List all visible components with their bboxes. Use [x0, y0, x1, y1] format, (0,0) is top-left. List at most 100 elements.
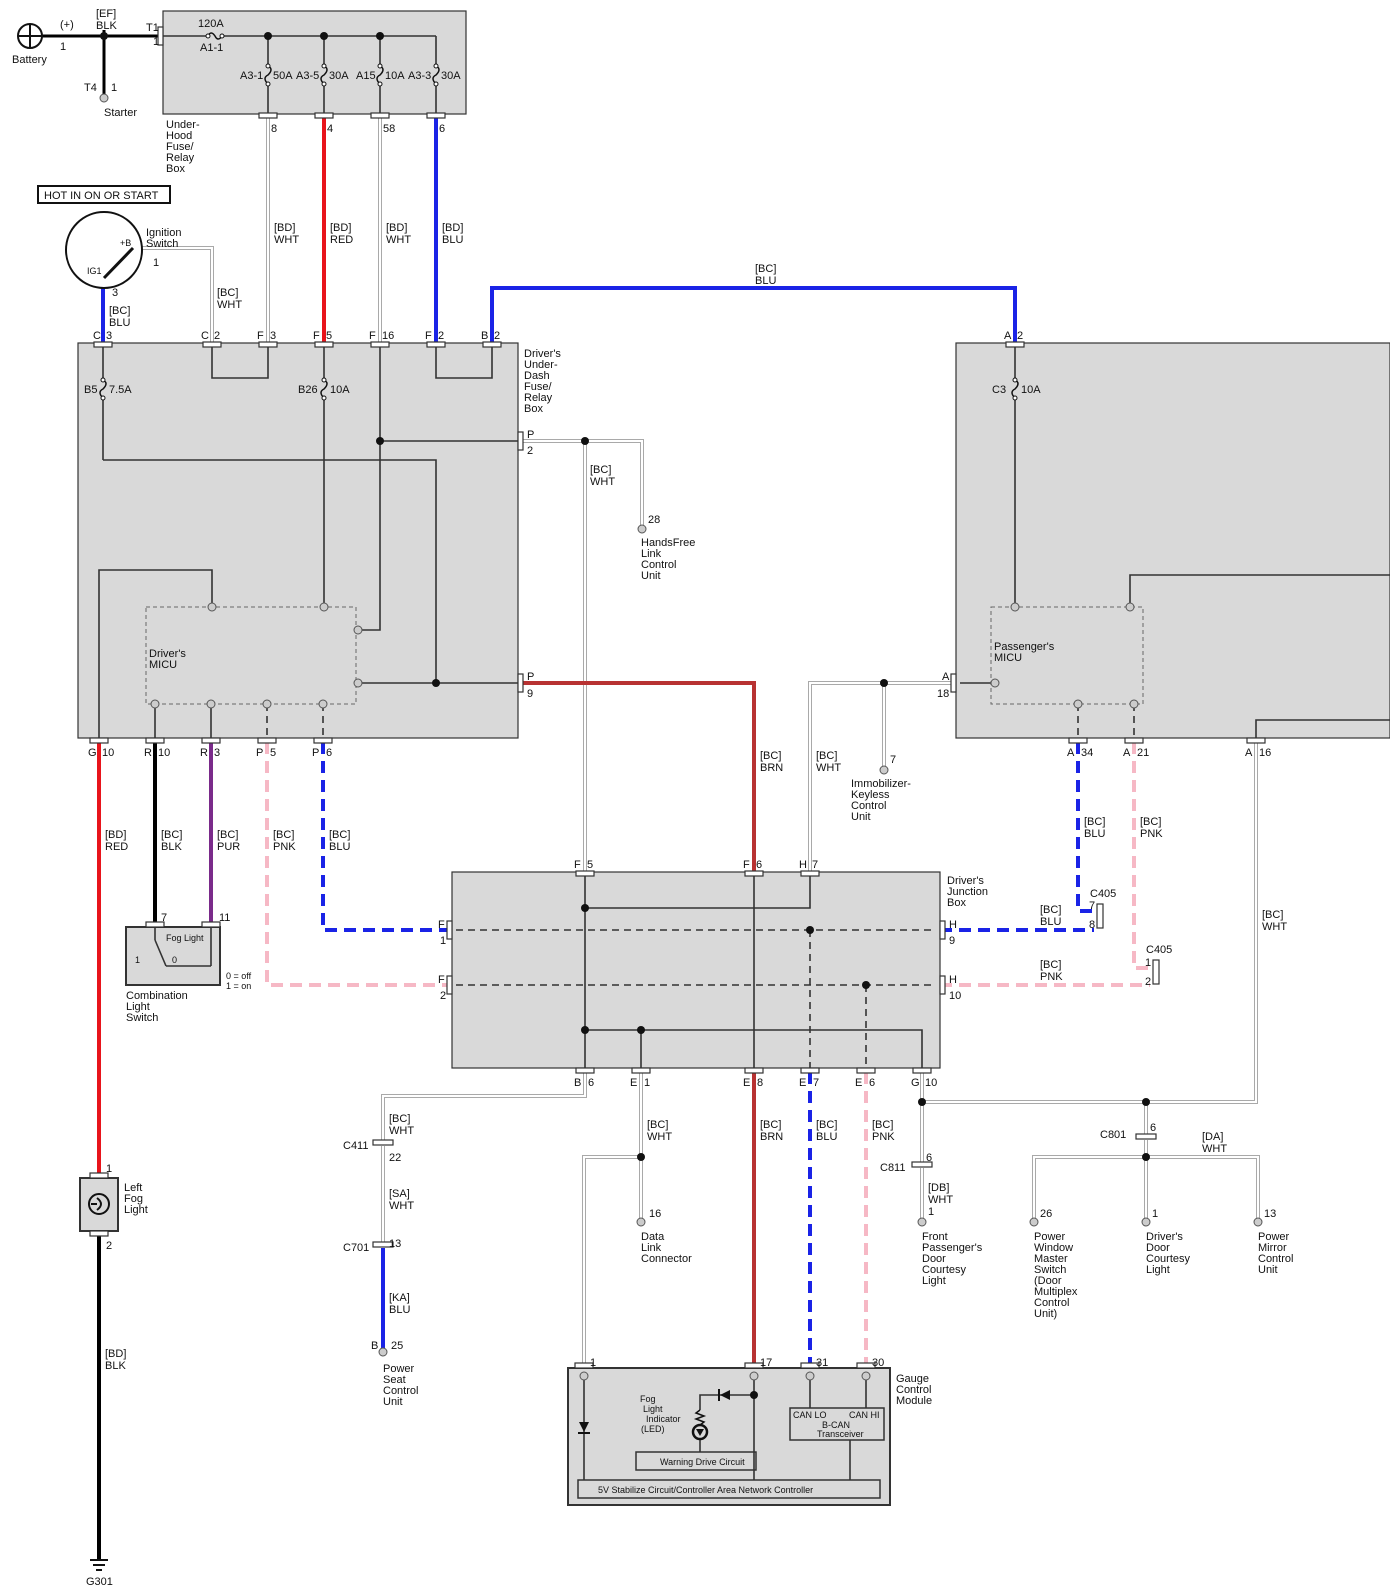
svg-text:C3: C3	[992, 384, 1006, 396]
svg-text:[KA]: [KA]	[389, 1292, 410, 1304]
wire-a16-wht	[920, 742, 1258, 1104]
svg-text:8: 8	[271, 123, 277, 135]
svg-text:Fuse/: Fuse/	[166, 141, 194, 153]
svg-text:Combination: Combination	[126, 990, 188, 1002]
svg-text:F: F	[257, 330, 264, 342]
svg-text:7: 7	[161, 912, 167, 924]
svg-text:2: 2	[440, 990, 446, 1002]
svg-text:0 = off: 0 = off	[226, 971, 252, 981]
svg-text:Power: Power	[383, 1363, 415, 1375]
svg-text:25: 25	[391, 1340, 403, 1352]
svg-text:[BC]: [BC]	[217, 829, 238, 841]
svg-text:Under-: Under-	[166, 119, 200, 131]
svg-text:[BC]: [BC]	[647, 1119, 668, 1131]
svg-text:Transceiver: Transceiver	[817, 1429, 864, 1439]
svg-text:5V Stabilize Circuit/Controlle: 5V Stabilize Circuit/Controller Area Net…	[598, 1485, 813, 1495]
svg-text:Light: Light	[126, 1001, 150, 1013]
svg-text:RED: RED	[330, 234, 353, 246]
svg-text:1: 1	[590, 1357, 596, 1369]
svg-text:Indicator: Indicator	[646, 1414, 681, 1424]
svg-text:WHT: WHT	[389, 1200, 414, 1212]
fuse-icon	[264, 65, 272, 85]
svg-text:7: 7	[813, 1077, 819, 1089]
svg-text:B26: B26	[298, 384, 318, 396]
svg-text:8: 8	[1089, 919, 1095, 931]
svg-text:3: 3	[112, 287, 118, 299]
svg-text:[SA]: [SA]	[389, 1188, 410, 1200]
diode-ground-icon	[579, 1422, 589, 1432]
svg-text:16: 16	[649, 1208, 661, 1220]
svg-text:PNK: PNK	[1140, 828, 1163, 840]
svg-text:WHT: WHT	[816, 762, 841, 774]
svg-text:Front: Front	[922, 1231, 948, 1243]
svg-text:Warning Drive Circuit: Warning Drive Circuit	[660, 1457, 745, 1467]
svg-text:5: 5	[326, 330, 332, 342]
svg-text:BLK: BLK	[96, 20, 117, 32]
fuse-icon	[99, 379, 107, 399]
svg-text:Unit: Unit	[383, 1396, 403, 1408]
ground-icon	[90, 1559, 108, 1571]
svg-text:[BC]: [BC]	[389, 1113, 410, 1125]
svg-text:CAN HI: CAN HI	[849, 1410, 880, 1420]
svg-text:[BC]: [BC]	[109, 305, 130, 317]
svg-text:BLU: BLU	[755, 275, 776, 287]
svg-text:Control: Control	[383, 1385, 418, 1397]
svg-text:28: 28	[648, 514, 660, 526]
svg-text:R: R	[144, 747, 152, 759]
svg-text:C801: C801	[1100, 1129, 1126, 1141]
stabilize-circuit	[577, 1479, 881, 1499]
svg-text:30A: 30A	[441, 70, 461, 82]
svg-text:Driver's: Driver's	[947, 875, 984, 887]
svg-text:C: C	[93, 330, 101, 342]
svg-text:34: 34	[1081, 747, 1093, 759]
hot-label: HOT IN ON OR START	[44, 190, 159, 202]
left-fog-light-box	[79, 1177, 119, 1232]
fuse-icon	[320, 379, 328, 399]
svg-text:F: F	[425, 330, 432, 342]
svg-text:1: 1	[153, 257, 159, 269]
svg-text:5: 5	[270, 747, 276, 759]
svg-text:1: 1	[1152, 1208, 1158, 1220]
svg-text:10: 10	[949, 990, 961, 1002]
svg-text:Relay: Relay	[524, 392, 553, 404]
svg-text:B: B	[574, 1077, 581, 1089]
svg-text:P: P	[527, 429, 534, 441]
starter-conn: T4	[84, 82, 97, 94]
svg-text:Window: Window	[1034, 1242, 1073, 1254]
labels: HOT IN ON OR START (+) 1 Battery [EF] BL…	[12, 8, 1293, 1588]
svg-text:P: P	[527, 671, 534, 683]
svg-text:[BD]: [BD]	[330, 222, 351, 234]
svg-text:1: 1	[928, 1206, 934, 1218]
svg-text:Multiplex: Multiplex	[1034, 1286, 1078, 1298]
svg-text:Connector: Connector	[641, 1253, 692, 1265]
svg-text:7: 7	[890, 754, 896, 766]
svg-text:WHT: WHT	[389, 1125, 414, 1137]
svg-text:Keyless: Keyless	[851, 789, 890, 801]
svg-text:C811: C811	[880, 1162, 905, 1174]
svg-text:WHT: WHT	[386, 234, 411, 246]
svg-text:BLK: BLK	[161, 841, 182, 853]
svg-text:Junction: Junction	[947, 886, 988, 898]
svg-text:A: A	[1004, 330, 1012, 342]
svg-text:Passenger's: Passenger's	[994, 641, 1055, 653]
fuse-icon	[207, 32, 223, 40]
svg-text:30: 30	[872, 1357, 884, 1369]
svg-text:BRN: BRN	[760, 762, 783, 774]
svg-text:A: A	[1245, 747, 1253, 759]
svg-text:Unit: Unit	[641, 570, 661, 582]
svg-text:Fog: Fog	[640, 1394, 656, 1404]
svg-text:B5: B5	[84, 384, 97, 396]
svg-text:Switch: Switch	[146, 238, 178, 250]
drivers-junction-box	[451, 871, 941, 1069]
svg-text:PUR: PUR	[217, 841, 240, 853]
svg-text:BLK: BLK	[105, 1360, 126, 1372]
svg-text:Light: Light	[1146, 1264, 1170, 1276]
svg-text:7.5A: 7.5A	[109, 384, 132, 396]
svg-text:Data: Data	[641, 1231, 665, 1243]
battery-icon	[17, 23, 43, 49]
warning-drive-circuit	[635, 1451, 757, 1471]
svg-text:18: 18	[937, 688, 949, 700]
svg-text:Control: Control	[1034, 1297, 1069, 1309]
svg-text:C405: C405	[1090, 888, 1116, 900]
svg-text:F: F	[743, 859, 750, 871]
